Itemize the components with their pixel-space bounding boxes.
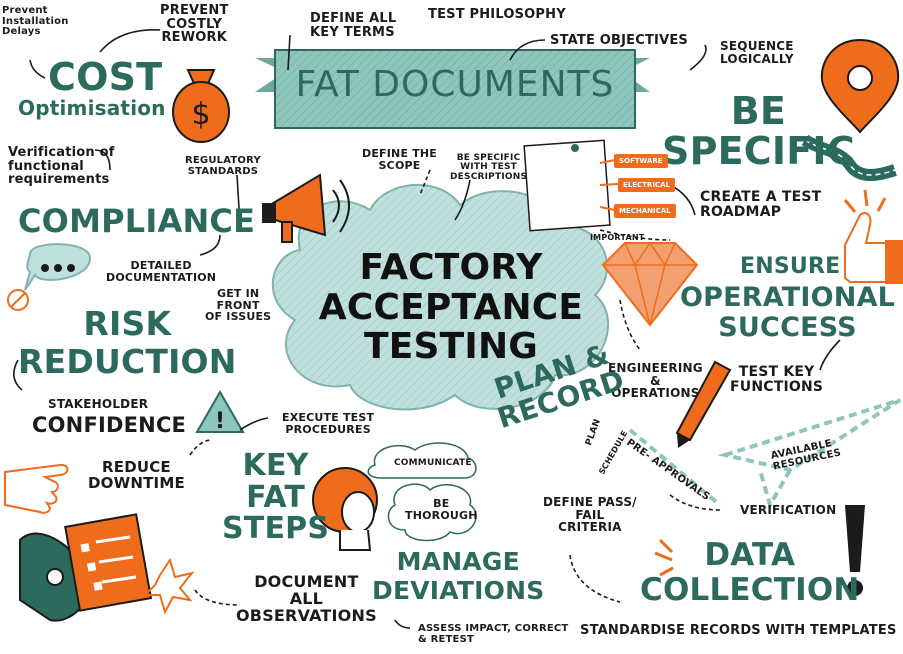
define-pass-fail: DEFINE PASS/ FAIL CRITERIA — [543, 495, 637, 535]
connector-arrows — [13, 29, 841, 629]
be-specific-title: BE SPECIFIC — [662, 89, 855, 173]
key-fat-steps: KEY FAT STEPS — [222, 448, 330, 546]
verification-functional: Verification of functional requirements — [8, 145, 115, 188]
banner-title: FAT DOCUMENTS — [295, 64, 615, 105]
communicate-label: COMMUNICATE — [394, 458, 472, 468]
paper-plane-icon — [628, 398, 902, 511]
document-observations: DOCUMENT ALL OBSERVATIONS — [236, 572, 377, 625]
prevent-installation-delays: Prevent Installation Delays — [2, 5, 69, 37]
detailed-documentation: DETAILED DOCUMENTATION — [106, 259, 217, 284]
be-thorough-label: BE THOROUGH — [405, 497, 478, 522]
diamond-icon — [601, 241, 699, 327]
manage-deviations: MANAGE DEVIATIONS — [372, 547, 545, 605]
megaphone-icon — [262, 173, 350, 243]
banner-ribbon — [255, 49, 650, 129]
engineering-operations: ENGINEERING & OPERATIONS — [608, 361, 703, 401]
cost-subtitle: Optimisation — [18, 96, 166, 120]
data-collection-title: DATA COLLECTION — [640, 537, 860, 608]
operational-success: OPERATIONAL SUCCESS — [680, 282, 896, 344]
create-test-roadmap: CREATE A TEST ROADMAP — [700, 189, 822, 220]
assess-impact: ASSESS IMPACT, CORRECT & RETEST — [418, 623, 569, 645]
pointing-hand-icon — [4, 463, 69, 514]
test-key-functions: TEST KEY FUNCTIONS — [730, 364, 824, 395]
define-the-scope: DEFINE THE SCOPE — [362, 147, 438, 172]
pencil-icon — [675, 360, 732, 448]
money-bag-icon: $ — [172, 69, 230, 143]
communicate-cloud — [367, 442, 477, 479]
get-in-front-of-issues: GET IN FRONT OF ISSUES — [205, 287, 272, 324]
center-cloud — [271, 184, 610, 411]
tag-electrical: ELECTRICAL — [618, 178, 675, 192]
location-pin-icon — [801, 38, 900, 181]
burst-lines-left — [654, 538, 674, 577]
test-philosophy: TEST PHILOSOPHY — [428, 7, 566, 22]
cost-title: COST — [48, 55, 163, 99]
execute-test-procedures: EXECUTE TEST PROCEDURES — [282, 411, 375, 436]
warning-icon: ! — [195, 389, 245, 434]
person-head-icon — [312, 467, 378, 551]
risk-reduction-title: RISK REDUCTION — [18, 304, 237, 381]
burst-lines-thumb — [843, 189, 887, 213]
reduce-downtime: REDUCE DOWNTIME — [88, 458, 185, 492]
spark-icon — [142, 557, 195, 615]
important-label: IMPORTANT — [590, 233, 645, 242]
svg-text:!: ! — [215, 409, 225, 434]
prohibited-icon — [7, 289, 29, 311]
svg-text:$: $ — [191, 97, 210, 132]
thorough-cloud — [387, 483, 477, 542]
speech-bubble-icon — [24, 243, 92, 291]
verification-label: VERIFICATION — [740, 503, 837, 517]
confidence-label: CONFIDENCE — [32, 413, 187, 437]
be-specific-test-desc: BE SPECIFIC WITH TEST DESCRIPTIONS — [450, 153, 528, 182]
regulatory-standards: REGULATORY STANDARDS — [185, 155, 261, 177]
standardise-records: STANDARDISE RECORDS WITH TEMPLATES — [580, 623, 897, 638]
state-objectives: STATE OBJECTIVES — [550, 33, 688, 48]
center-title: FACTORY ACCEPTANCE TESTING — [318, 247, 584, 368]
tag-software: SOFTWARE — [614, 154, 668, 168]
prevent-costly-rework: PREVENT COSTLY REWORK — [160, 3, 229, 46]
compliance-title: COMPLIANCE — [18, 202, 256, 240]
define-key-terms: DEFINE ALL KEY TERMS — [310, 11, 397, 40]
exclamation-icon — [845, 505, 865, 596]
checklist-icon — [64, 513, 153, 612]
thumbs-up-icon — [844, 212, 903, 284]
stakeholder-label: STAKEHOLDER — [48, 397, 149, 411]
tag-mechanical: MECHANICAL — [614, 204, 676, 218]
sequence-logically: SEQUENCE LOGICALLY — [720, 39, 794, 66]
sticky-note-icon — [523, 139, 619, 232]
ensure-label: ENSURE — [740, 254, 841, 279]
